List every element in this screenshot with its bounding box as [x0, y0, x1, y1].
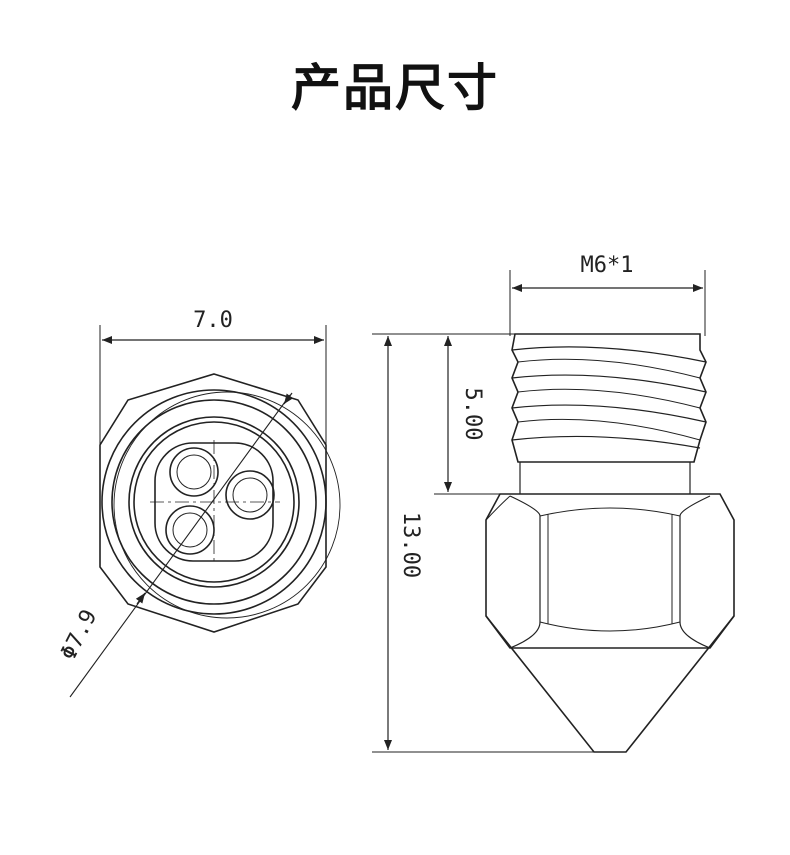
cone-tip — [485, 615, 735, 753]
thread-crest-2 — [511, 374, 707, 393]
front-view — [69, 325, 341, 698]
hex-chamfer-bottom — [539, 621, 681, 632]
bore-ring-inner — [133, 421, 295, 583]
thread-root-3 — [517, 418, 701, 441]
diameter-arrow-bottom — [135, 592, 146, 605]
width-dimension-label: 7.0 — [193, 308, 233, 333]
bore-ring — [128, 416, 300, 588]
outer-circle — [101, 389, 327, 615]
thread-crest-1 — [511, 346, 707, 363]
thread-length-label: 5.00 — [460, 388, 485, 441]
thread-crest-3 — [511, 404, 707, 423]
thread-crest-4 — [511, 435, 701, 449]
lobe-right-inner — [232, 477, 268, 513]
hex-face-right — [679, 495, 711, 649]
hex-body — [485, 493, 735, 649]
thread-body — [511, 333, 707, 463]
lobe-right — [225, 470, 275, 520]
page-title: 产品尺寸 — [291, 59, 499, 117]
hex-outline — [99, 373, 327, 633]
lobe-bottom — [165, 505, 215, 555]
diameter-arrow-top — [283, 392, 294, 405]
diameter-circle — [113, 391, 341, 619]
hex-face-left-outer — [485, 495, 511, 521]
diameter-leader — [69, 394, 291, 698]
hex-chamfer-top — [539, 507, 681, 517]
thread-root-1 — [517, 358, 701, 379]
thread-dimension-label: M6*1 — [581, 253, 634, 278]
lobe-top-inner — [176, 454, 212, 490]
side-view — [372, 270, 735, 753]
hex-face-left — [509, 495, 541, 649]
total-length-label: 13.00 — [398, 512, 423, 578]
diameter-dimension-label: Φ7.9 — [56, 606, 102, 665]
thread-root-2 — [517, 388, 701, 409]
lobe-bottom-inner — [172, 512, 208, 548]
lobe-top — [169, 447, 219, 497]
outer-circle-inner — [111, 399, 317, 605]
